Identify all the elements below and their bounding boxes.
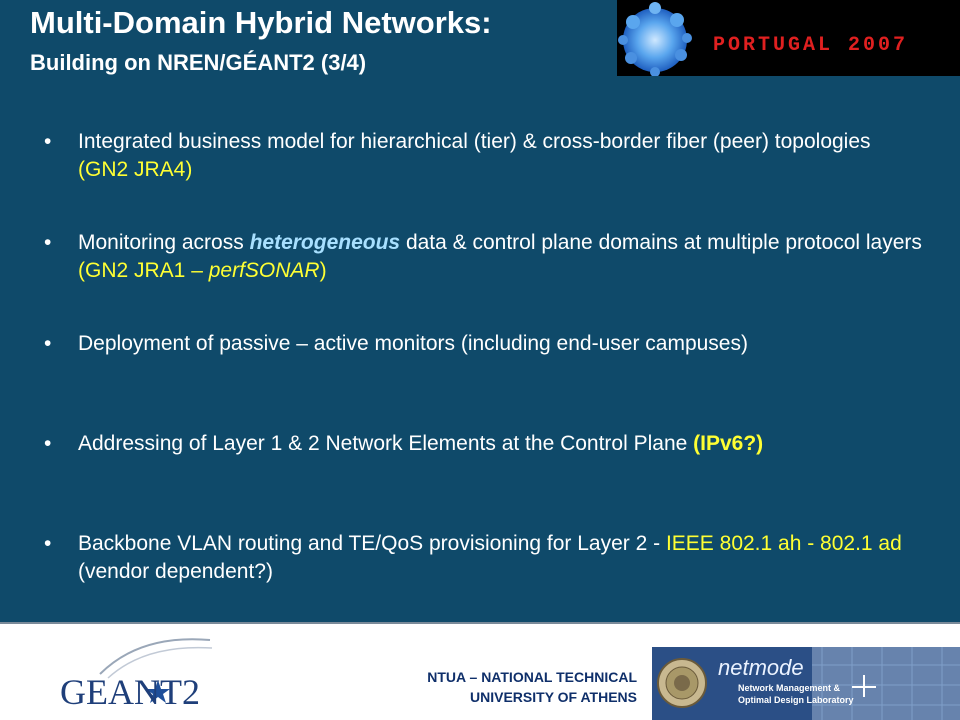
geant2-logo-icon: GEANT2 bbox=[60, 638, 213, 712]
geant2-logo-text: GEANT2 bbox=[60, 672, 200, 712]
slide-background: Multi-Domain Hybrid Networks: Building o… bbox=[0, 0, 960, 622]
bullet-item-vlan-routing: • Backbone VLAN routing and TE/QoS provi… bbox=[44, 532, 902, 583]
bullet-dot: • bbox=[44, 130, 52, 153]
footer-divider bbox=[0, 622, 960, 624]
bullet-item-deployment: • Deployment of passive – active monitor… bbox=[42, 330, 922, 358]
title-line-2: Building on NREN/GÉANT2 (3/4) bbox=[30, 50, 367, 75]
ntua-line-1: NTUA – NATIONAL TECHNICAL bbox=[427, 669, 637, 685]
bullet-item-business-model: • Integrated business model for hierarch… bbox=[44, 130, 871, 181]
university-seal-icon bbox=[657, 658, 707, 708]
netmode-title: netmode bbox=[718, 655, 804, 680]
bullet-item-addressing: • Addressing of Layer 1 & 2 Network Elem… bbox=[42, 430, 922, 458]
portugal-2007-banner: PORTUGAL 2007 bbox=[617, 0, 960, 76]
portugal-logo-icon: PORTUGAL 2007 bbox=[618, 2, 908, 76]
ntua-line-2: UNIVERSITY OF ATHENS bbox=[470, 689, 637, 705]
bullet-dot: • bbox=[44, 532, 52, 555]
netmode-subtitle-2: Optimal Design Laboratory bbox=[738, 695, 854, 705]
blue-blob-icon bbox=[618, 2, 692, 76]
bullet-dot: • bbox=[44, 432, 52, 455]
slide-title: Multi-Domain Hybrid Networks: Building o… bbox=[30, 4, 492, 78]
geant2-logo: GEANT2 bbox=[60, 634, 240, 714]
ntua-label: NTUA – NATIONAL TECHNICAL UNIVERSITY OF … bbox=[300, 667, 637, 707]
bullet-dot: • bbox=[44, 231, 52, 254]
netmode-subtitle-1: Network Management & bbox=[738, 683, 841, 693]
banner-text: PORTUGAL 2007 bbox=[713, 34, 908, 57]
netmode-logo-icon: netmode Network Management & Optimal Des… bbox=[652, 647, 960, 720]
bullet-item-monitoring: • Monitoring across heterogeneous data &… bbox=[44, 231, 922, 282]
netmode-banner: netmode Network Management & Optimal Des… bbox=[652, 647, 960, 720]
bullet-dot: • bbox=[44, 332, 52, 355]
title-line-1: Multi-Domain Hybrid Networks: bbox=[30, 5, 492, 40]
